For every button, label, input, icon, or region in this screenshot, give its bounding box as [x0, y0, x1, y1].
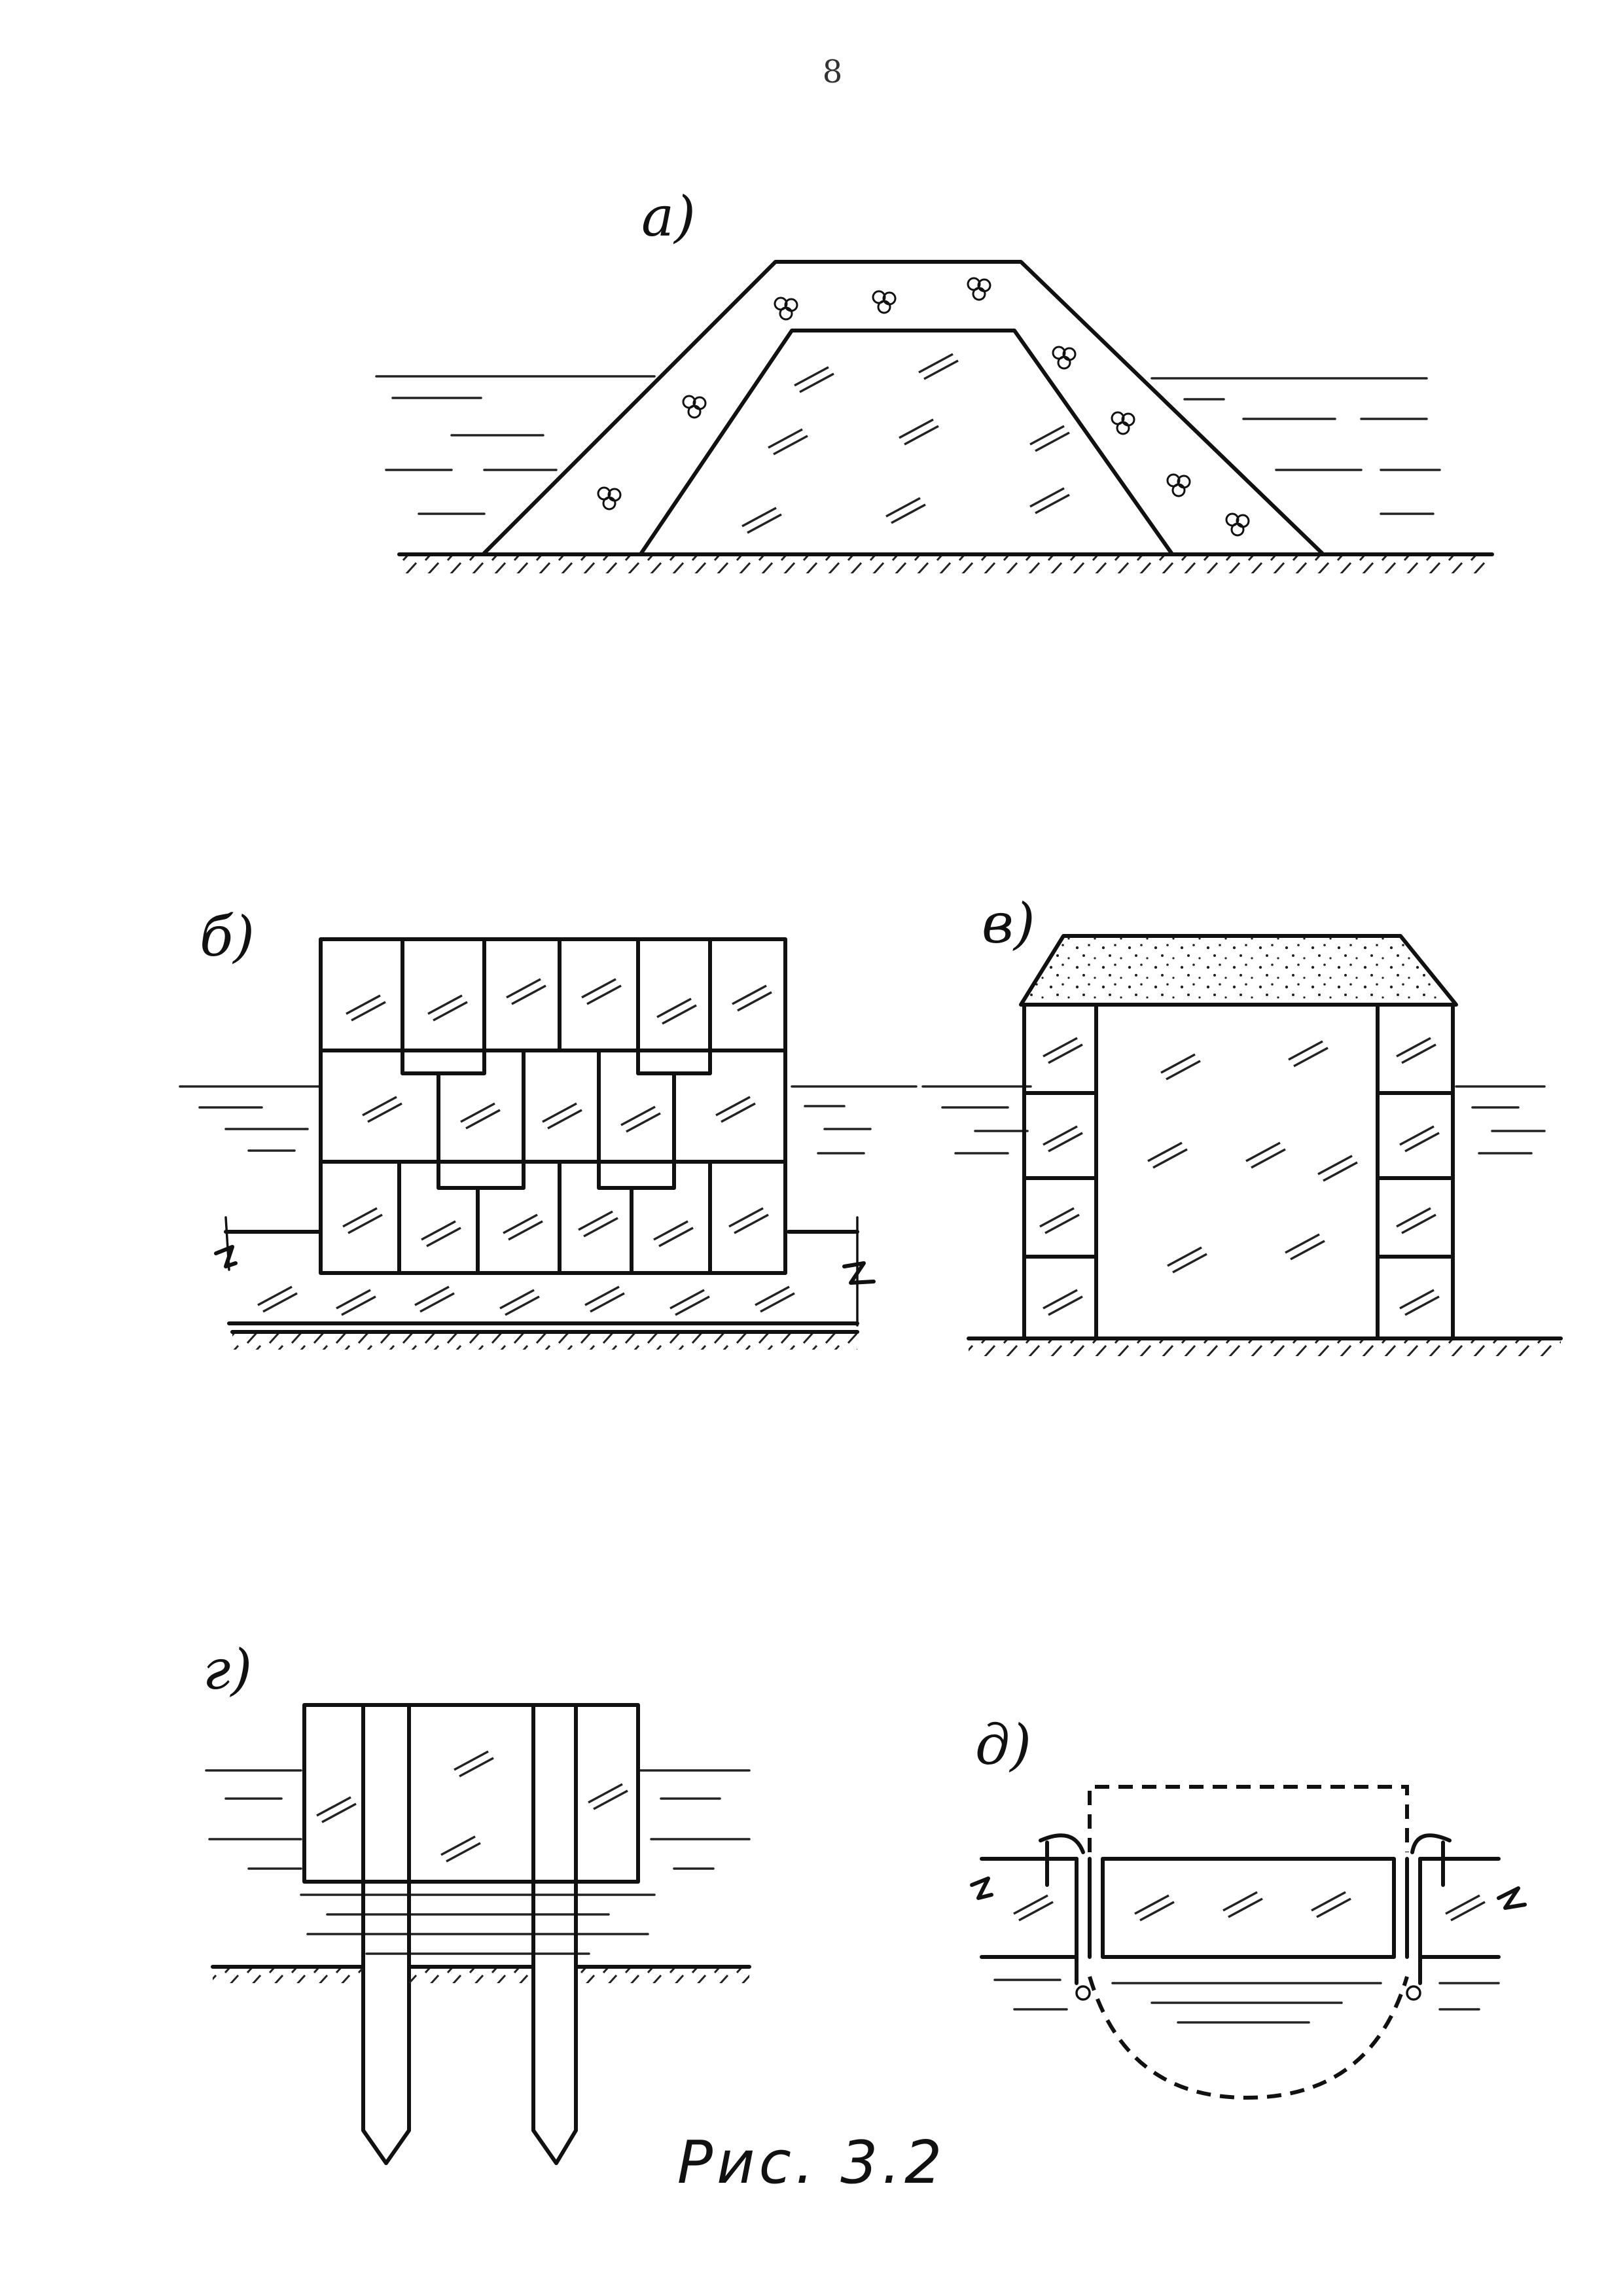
page-number: 8 [823, 54, 843, 90]
panel-d-anchor-left [1075, 1985, 1091, 2001]
panel-d-dashed-frame [1088, 1785, 1409, 1852]
panel-v-sand-cap [1019, 934, 1458, 1007]
panel-a-stones [597, 277, 1250, 537]
panel-d-channels [1075, 1857, 1422, 1985]
panel-g-ice-block [302, 1703, 640, 1884]
panel-g-pile-left [361, 1703, 411, 2165]
panel-a-soil-hatch [399, 556, 1492, 573]
panel-a-ice-hatches [741, 353, 1071, 534]
panel-a-embankment-outer [482, 260, 1324, 555]
panel-g-pile-right [531, 1703, 578, 2165]
panel-b-soil-hatch [232, 1334, 857, 1350]
panel-b: б) [179, 905, 918, 1350]
figure-caption: Рис. 3.2 [677, 2128, 946, 2197]
panel-v-soil-hatch [969, 1340, 1561, 1356]
panel-b-block-hatches [342, 978, 773, 1247]
panel-g-soil-hatch-1 [213, 1969, 363, 1983]
panel-v-label: в) [982, 891, 1035, 956]
panel-d-ice-plate [980, 1857, 1501, 1959]
panel-g-soil-hatch-3 [576, 1969, 749, 1983]
panel-v-block-joints [1022, 1091, 1455, 1259]
panel-d-label: д) [975, 1713, 1031, 1777]
panel-d-hatches [1012, 1891, 1486, 1922]
panel-b-ice-plate [224, 1230, 859, 1325]
panel-a-ice-core [639, 329, 1173, 555]
panel-g-soil-hatch-2 [409, 1969, 533, 1983]
panel-d: д) [970, 1713, 1527, 2100]
panel-a-water [375, 375, 1441, 515]
panel-v-ice-core [1094, 1003, 1380, 1340]
panel-b-label: б) [200, 905, 255, 969]
panel-v-water [921, 1085, 1546, 1155]
panel-v: в) [921, 891, 1563, 1356]
panel-v-left-blocks [1022, 1003, 1098, 1340]
panel-a: а) [375, 185, 1494, 573]
panel-d-break-right [1497, 1886, 1527, 1910]
panel-d-ice-block [1101, 1857, 1396, 1959]
panel-d-pipe-left [1039, 1833, 1085, 1887]
panel-d-anchor-right [1406, 1985, 1421, 2001]
panel-g-water [205, 1769, 751, 1955]
panel-b-break-right [842, 1261, 876, 1285]
panel-b-plate-hatches [257, 1285, 796, 1316]
panel-a-label: а) [641, 185, 696, 249]
panel-d-break-left [970, 1876, 993, 1900]
panel-d-water [993, 1979, 1500, 2024]
panel-b-water [179, 1085, 918, 1155]
panel-g-label: г) [203, 1638, 252, 1702]
panel-d-dashed-bowl [1088, 1976, 1409, 2100]
panel-b-block-wall [319, 937, 787, 1275]
panel-d-pipe-right [1410, 1833, 1452, 1887]
panel-b-block-joints [319, 937, 787, 1275]
panel-g: г) [203, 1638, 751, 2165]
panel-b-break-left [214, 1245, 238, 1268]
